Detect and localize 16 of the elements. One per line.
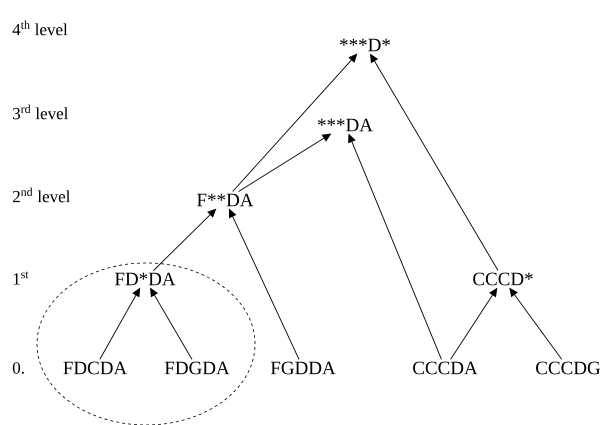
level-label: 1$^{st}$ [14, 272, 29, 284]
node-label: ***D* [340, 38, 390, 52]
node-label: CCCDG [536, 362, 600, 374]
node-label: FDGDA [164, 362, 230, 374]
node-label: FDCDA [63, 362, 128, 374]
level-label: 2$^{nd}$ level [12, 188, 70, 202]
node-label: FD*DA [114, 272, 176, 286]
node-label: F**DA [197, 194, 254, 206]
level-label: 0. [12, 362, 24, 374]
node-label: FGDDA [270, 362, 336, 374]
node-label: ***DA [318, 118, 373, 132]
level-label: 4$^{th}$ level [12, 20, 68, 36]
level-label: 3$^{rd}$ level [13, 104, 68, 120]
arrow [153, 208, 216, 271]
node-label: CCCDA [413, 362, 478, 374]
node-label: CCCD* [473, 272, 533, 286]
